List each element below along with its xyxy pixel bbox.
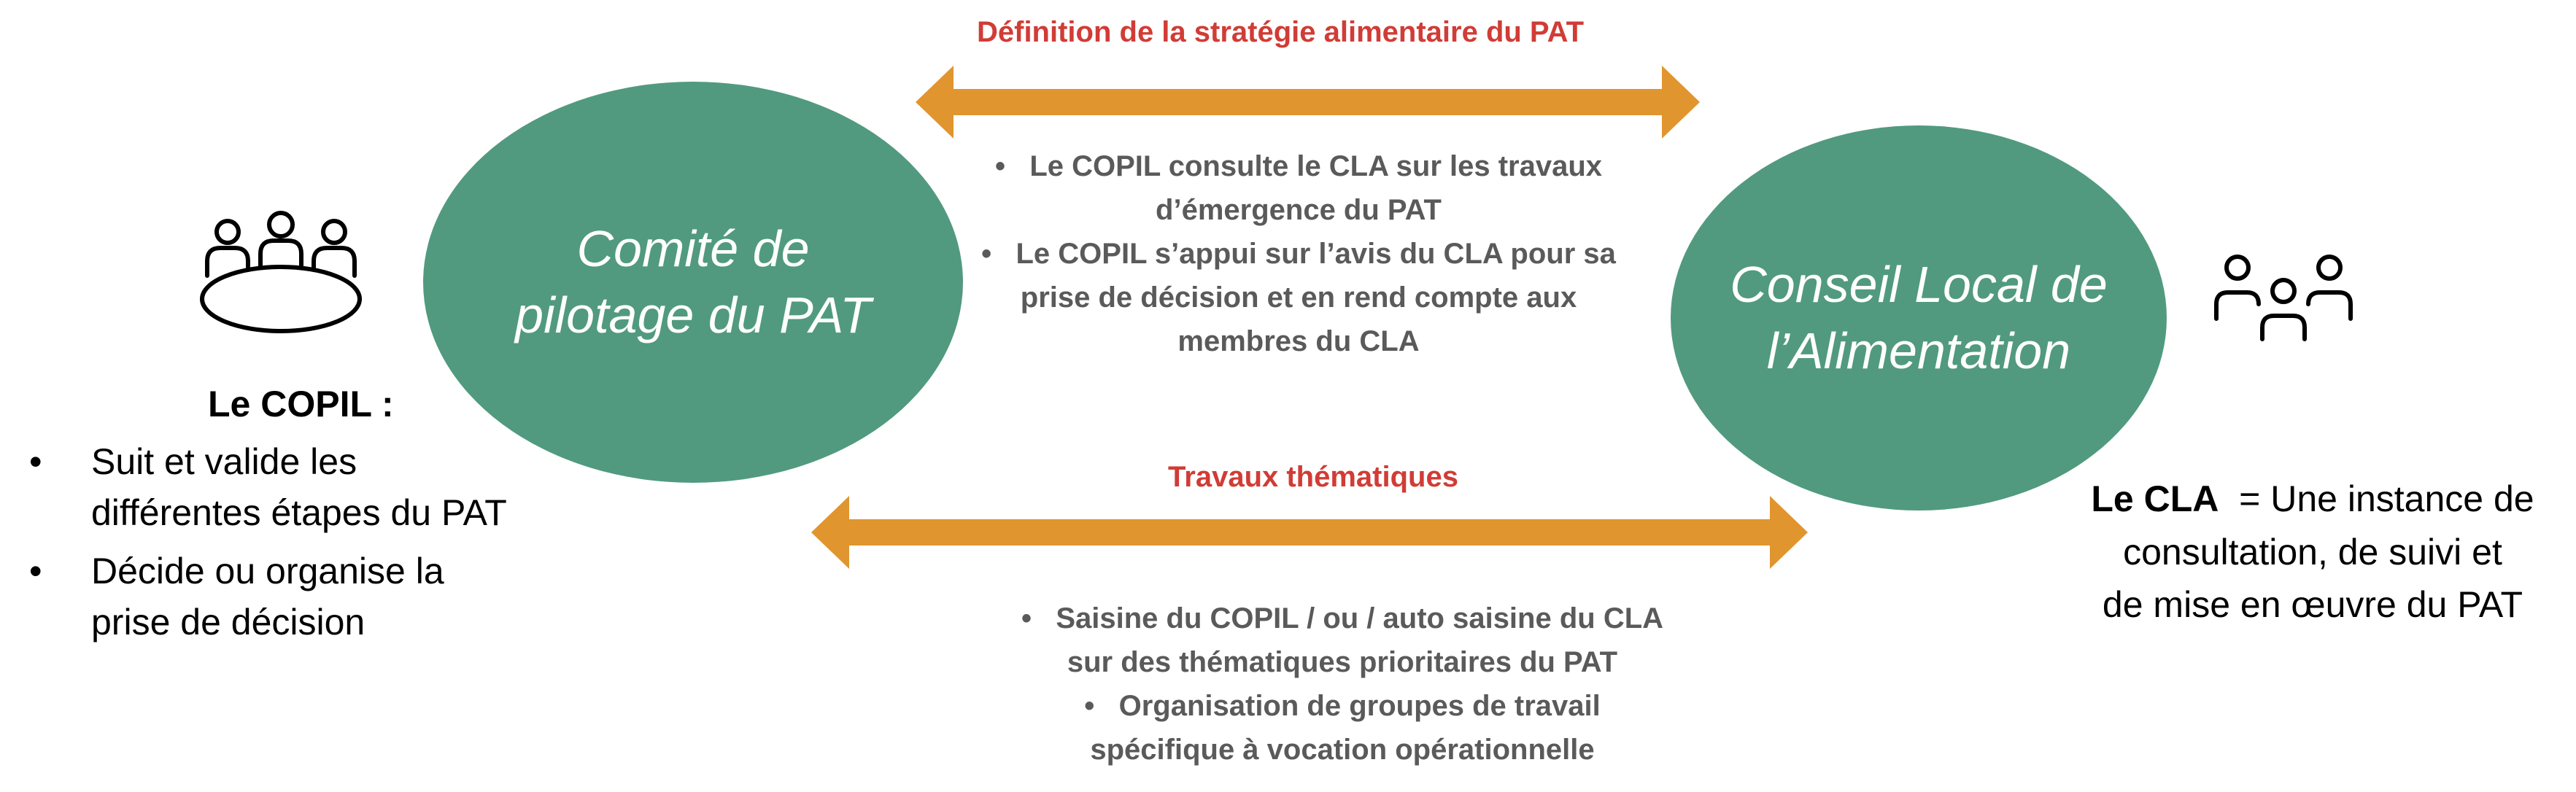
copil-ellipse-line-2: pilotage du PAT [515,287,871,343]
bottom-bullet-1-line-2: sur des thématiques prioritaires du PAT [1067,646,1618,678]
copil-item-2-line-1: Décide ou organise la [91,551,444,591]
cla-description-line-1: Le CLA = Une instance de [2065,473,2561,526]
copil-item-1-line-2: différentes étapes du PAT [91,492,507,533]
bottom-bullet-1-text-1: Saisine du COPIL / ou / auto saisine du … [1056,602,1664,634]
top-bullet-2-line-2: prise de décision et en rend compte aux [1020,282,1577,314]
cla-description: Le CLA = Une instance de consultation, d… [2065,473,2561,632]
top-bullet-1-line-1: • Le COPIL consulte le CLA sur les trava… [937,144,1660,188]
copil-title: Le COPIL : [208,384,394,424]
bottom-bullet-2-line-1: • Organisation de groupes de travail [941,684,1744,728]
group-people-icon [2214,255,2353,341]
copil-item-2-line-2: prise de décision [91,602,365,642]
bottom-arrow-title: Travaux thématiques [1168,461,1458,493]
copil-list: • Suit et valide les différentes étapes … [15,436,507,655]
bullet-marker: • [994,150,1005,182]
meeting-table-people-icon [200,211,362,333]
top-bullet-2-line-1: • Le COPIL s’appui sur l’avis du CLA pou… [937,232,1660,276]
copil-list-item: • Suit et valide les différentes étapes … [15,436,507,538]
top-arrow-title: Définition de la stratégie alimentaire d… [976,16,1584,48]
bottom-double-arrow [811,496,1808,569]
copil-ellipse-line-1: Comité de [576,220,810,277]
top-double-arrow [916,66,1700,139]
bullet-marker: • [29,441,42,482]
bottom-bullet-2-line-2: spécifique à vocation opérationnelle [1090,734,1595,766]
bullet-marker: • [981,238,992,270]
copil-ellipse: Comité de pilotage du PAT [423,82,963,483]
top-bullet-1-text-1: Le COPIL consulte le CLA sur les travaux [1029,150,1603,182]
bullet-marker: • [1021,602,1032,634]
cla-description-line-2: consultation, de suivi et [2123,531,2502,572]
bullet-marker: • [1084,690,1095,722]
cla-label: Le CLA [2091,478,2219,519]
bottom-bullet-2-text-1: Organisation de groupes de travail [1118,690,1601,722]
top-bullets: • Le COPIL consulte le CLA sur les trava… [937,144,1660,363]
cla-definition-start: = Une instance de [2239,478,2534,519]
top-bullet-2-line-3: membres du CLA [1177,325,1420,357]
cla-ellipse-line-1: Conseil Local de [1730,256,2108,313]
top-bullet-1-line-2: d’émergence du PAT [1156,194,1442,226]
top-bullet-2-text-1: Le COPIL s’appui sur l’avis du CLA pour … [1016,238,1616,270]
bullet-marker: • [29,551,42,591]
bottom-bullet-1-line-1: • Saisine du COPIL / ou / auto saisine d… [941,597,1744,640]
cla-description-line-3: de mise en œuvre du PAT [2102,584,2523,625]
cla-ellipse-line-2: l’Alimentation [1766,322,2071,379]
bottom-bullets: • Saisine du COPIL / ou / auto saisine d… [941,597,1744,772]
copil-item-1-line-1: Suit et valide les [91,441,357,482]
copil-list-item: • Décide ou organise la prise de décisio… [15,546,507,648]
cla-ellipse: Conseil Local de l’Alimentation [1671,125,2167,510]
